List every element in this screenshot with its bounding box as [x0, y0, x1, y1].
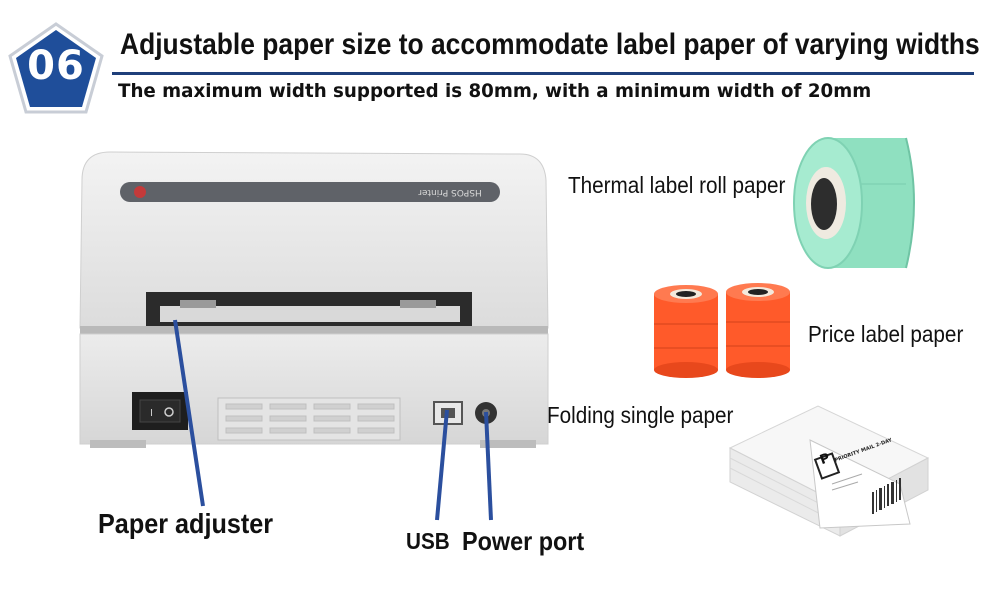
label-paper-adjuster: Paper adjuster: [98, 508, 274, 539]
title-divider: [112, 72, 974, 75]
page-subtitle: The maximum width supported is 80mm, wit…: [118, 80, 872, 102]
printer-illustration: HSPOS Printer I: [79, 151, 549, 448]
label-thermal-roll: Thermal label roll paper: [568, 172, 786, 198]
svg-text:I: I: [150, 408, 153, 419]
page-title: Adjustable paper size to accommodate lab…: [120, 28, 980, 61]
printer-brand-text: HSPOS Printer: [418, 187, 482, 197]
thermal-roll-icon: [793, 137, 915, 269]
badge-pentagon-icon: [8, 22, 104, 114]
folding-paper-icon: [728, 405, 930, 537]
label-price-paper: Price label paper: [808, 321, 964, 347]
label-usb: USB: [406, 528, 450, 554]
label-power-port: Power port: [462, 526, 585, 556]
price-label-rolls-icon: [654, 283, 790, 378]
badge-number: 06: [27, 43, 85, 89]
label-folding-paper: Folding single paper: [547, 402, 734, 428]
